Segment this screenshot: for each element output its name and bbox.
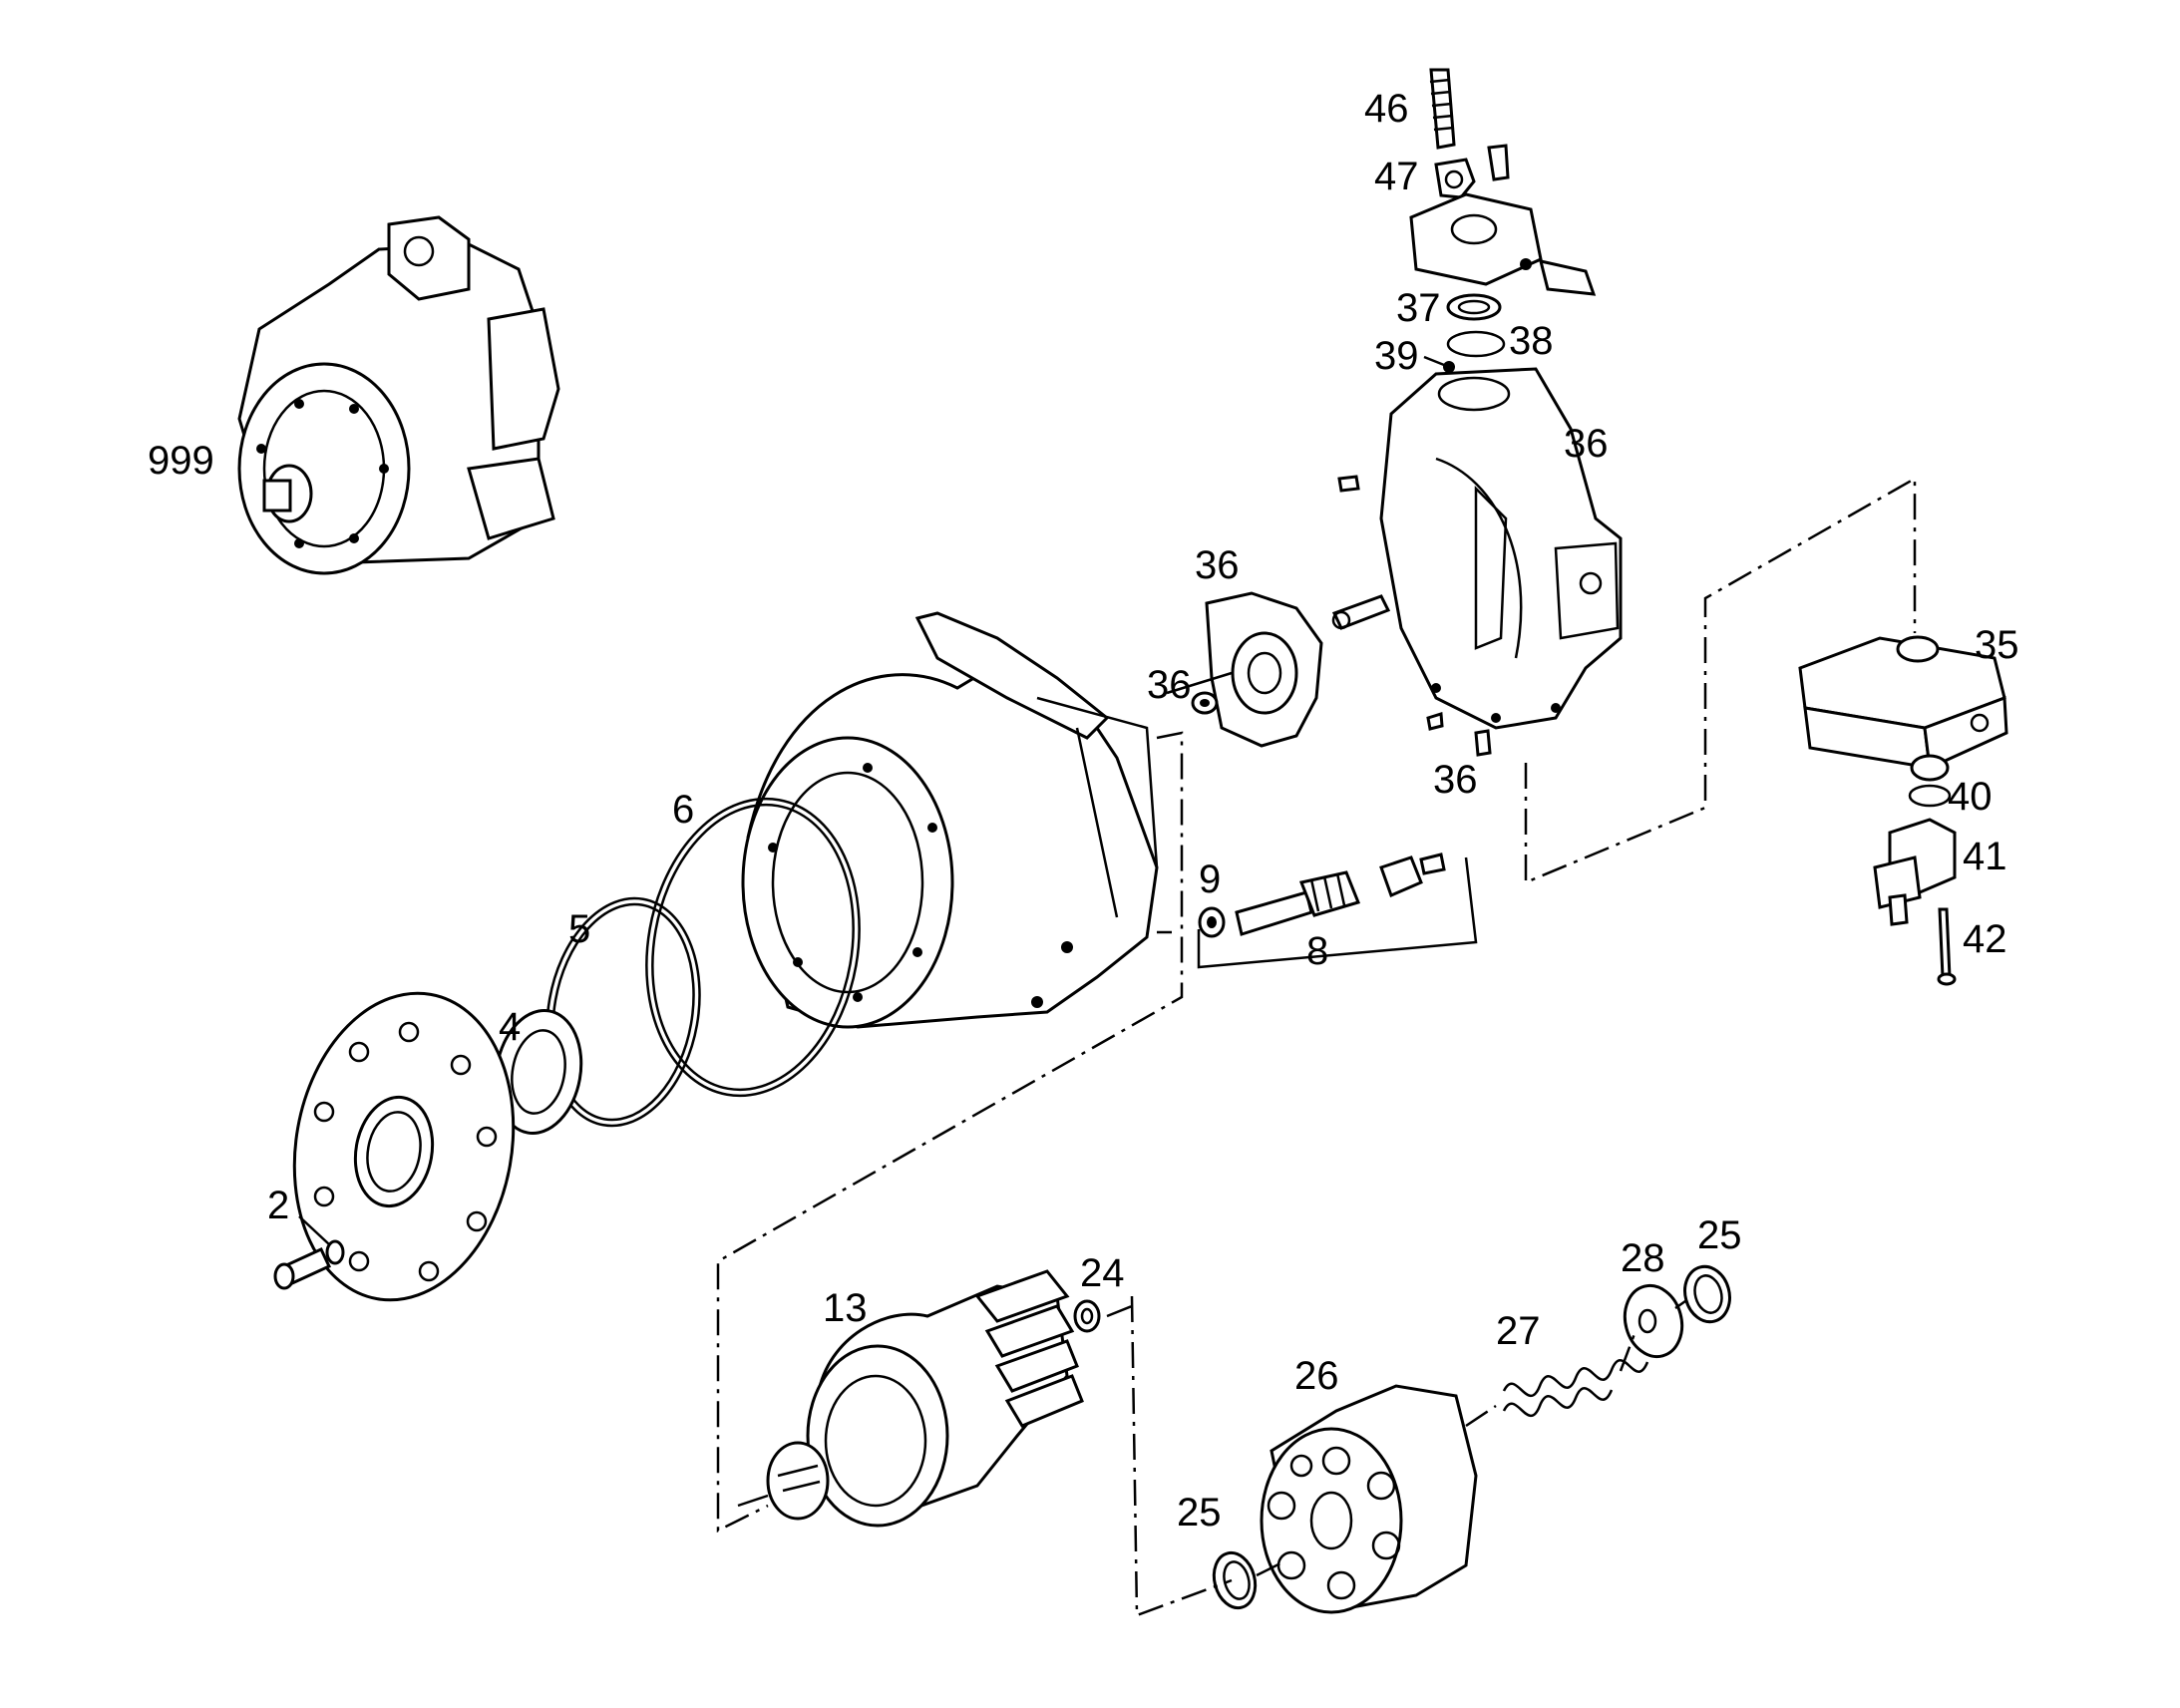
part-24-retainer[interactable] — [1073, 1299, 1101, 1333]
callout-26: 26 — [1294, 1354, 1339, 1398]
part-35-control-module[interactable] — [1798, 635, 2008, 782]
callout-27: 27 — [1496, 1309, 1541, 1353]
part-46-screw[interactable] — [1429, 68, 1456, 150]
part-26-cylinder[interactable] — [1260, 1384, 1478, 1614]
part-2-screw[interactable] — [273, 1215, 345, 1290]
callout-36-pin: 36 — [1433, 758, 1478, 802]
callout-41: 41 — [1963, 835, 2007, 878]
callout-37: 37 — [1396, 286, 1441, 330]
part-28-retainer[interactable] — [1618, 1279, 1690, 1363]
callout-36-plate: 36 — [1195, 543, 1240, 587]
part-27-spring[interactable] — [1502, 1359, 1649, 1418]
callout-25-right: 25 — [1697, 1213, 1742, 1257]
callout-42: 42 — [1963, 917, 2007, 961]
part-42-screw[interactable] — [1937, 907, 1957, 986]
callout-13: 13 — [823, 1286, 868, 1330]
callout-47: 47 — [1374, 155, 1419, 198]
part-41-solenoid[interactable] — [1873, 818, 1957, 926]
part-25-circlip-right[interactable] — [1679, 1261, 1736, 1326]
part-9-washer[interactable] — [1198, 906, 1226, 938]
part-flange[interactable] — [271, 976, 538, 1318]
part-999-assembly[interactable] — [237, 215, 560, 575]
callout-9: 9 — [1199, 857, 1221, 901]
callout-6: 6 — [672, 788, 694, 832]
part-8-valve[interactable] — [1235, 853, 1446, 936]
callout-38: 38 — [1509, 319, 1554, 363]
part-36-pin-bottom[interactable] — [1426, 712, 1492, 757]
callout-36-housing: 36 — [1564, 422, 1609, 466]
part-4-shaft-seal[interactable] — [487, 1004, 590, 1141]
part-25-circlip-left[interactable] — [1208, 1548, 1261, 1612]
part-13-rotary-group[interactable] — [737, 1269, 1084, 1528]
callout-2: 2 — [267, 1184, 289, 1227]
callout-25-left: 25 — [1177, 1491, 1222, 1535]
callout-8: 8 — [1306, 929, 1328, 973]
part-36-bushing[interactable] — [1191, 691, 1219, 715]
callout-28: 28 — [1621, 1236, 1665, 1280]
bracket-8 — [1197, 856, 1478, 969]
callout-999: 999 — [148, 439, 214, 483]
part-47-nut[interactable] — [1434, 144, 1510, 199]
callout-40: 40 — [1948, 775, 1993, 819]
part-control-cover[interactable] — [1409, 192, 1597, 296]
callout-5: 5 — [568, 907, 590, 951]
part-38-o-ring[interactable] — [1446, 330, 1506, 358]
callout-24: 24 — [1080, 1251, 1125, 1295]
callout-39: 39 — [1374, 334, 1419, 378]
callout-35: 35 — [1975, 623, 2019, 667]
part-6-o-ring[interactable] — [624, 782, 883, 1113]
part-39-plug[interactable] — [1423, 355, 1455, 373]
part-main-housing[interactable] — [741, 611, 1159, 1029]
part-36-pin-left[interactable] — [1331, 594, 1391, 630]
callout-4: 4 — [499, 1005, 521, 1049]
assembly-axis-lines — [716, 476, 1917, 1617]
part-36-port-housing[interactable] — [1337, 367, 1623, 730]
part-37-seal[interactable] — [1446, 293, 1502, 321]
callout-36-bushing: 36 — [1147, 663, 1192, 707]
part-40-o-ring[interactable] — [1908, 784, 1952, 808]
part-5-o-ring[interactable] — [530, 886, 717, 1139]
callout-46: 46 — [1364, 87, 1409, 131]
